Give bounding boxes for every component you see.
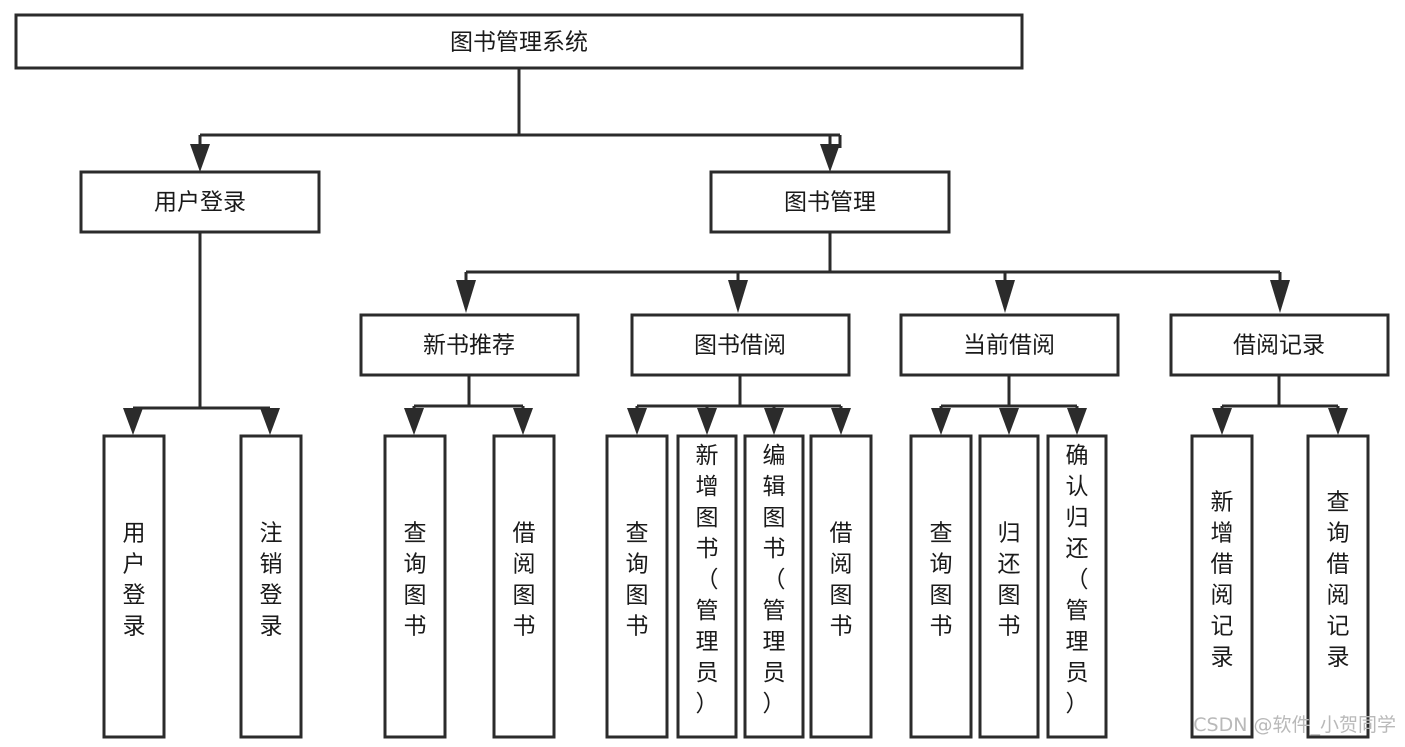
arrow-to-leaf-query-record: [1328, 408, 1348, 435]
arrow-to-borrow-record: [1270, 280, 1290, 313]
node-leaf-query-book-1-label: 查询图书: [404, 521, 427, 640]
arrow-to-leaf-logout: [260, 408, 280, 435]
arrow-to-book-management: [820, 144, 840, 172]
node-leaf-confirm-return-label: 确认归还（管理员）: [1066, 443, 1089, 717]
arrow-to-leaf-add-book: [697, 408, 717, 435]
node-leaf-borrow-book-1-box[interactable]: [492, 434, 556, 739]
arrow-to-leaf-edit-book: [764, 408, 784, 435]
node-leaf-add-book-box[interactable]: [676, 434, 738, 739]
node-book-management-box[interactable]: [709, 170, 951, 234]
node-leaf-query-book-1-box[interactable]: [383, 434, 447, 739]
arrow-to-leaf-add-record: [1212, 408, 1232, 435]
connector-book-management-trunk: [466, 232, 1280, 274]
node-leaf-edit-book-label: 编辑图书（管理员）: [763, 443, 786, 717]
arrow-to-book-borrow: [728, 280, 748, 313]
arrow-to-leaf-query-book-2: [627, 408, 647, 435]
node-leaf-add-book-label: 新增图书（管理员）: [696, 443, 719, 717]
node-leaf-logout[interactable]: 注销登录: [239, 434, 303, 739]
node-leaf-return-book-label: 归还图书: [998, 521, 1021, 640]
arrow-to-leaf-confirm-return: [1067, 408, 1087, 435]
connector-root-trunk: [198, 68, 842, 148]
node-user-login[interactable]: 用户登录: [79, 170, 321, 234]
node-book-management[interactable]: 图书管理: [709, 170, 951, 234]
connector-borrow-record-trunk: [1220, 375, 1340, 410]
node-book-borrow-box[interactable]: [630, 313, 851, 377]
arrow-to-leaf-query-book-3: [931, 408, 951, 435]
node-leaf-user-login-label: 用户登录: [123, 521, 146, 640]
node-leaf-query-record[interactable]: 查询借阅记录: [1306, 434, 1370, 739]
node-root-box[interactable]: [14, 13, 1024, 70]
node-book-borrow-label: 图书借阅: [694, 333, 786, 359]
node-leaf-query-book-3-box[interactable]: [909, 434, 973, 739]
node-leaf-confirm-return[interactable]: 确认归还（管理员）: [1046, 434, 1108, 739]
node-book-borrow[interactable]: 图书借阅: [630, 313, 851, 377]
node-current-borrow-box[interactable]: [899, 313, 1120, 377]
node-leaf-query-book-2-box[interactable]: [605, 434, 669, 739]
node-borrow-record[interactable]: 借阅记录: [1169, 313, 1390, 377]
node-user-login-label: 用户登录: [154, 190, 246, 216]
csdn-watermark: CSDN @软件_小贺同学: [1193, 714, 1396, 736]
node-leaf-borrow-book-2-label: 借阅图书: [830, 521, 853, 640]
node-leaf-confirm-return-box[interactable]: [1046, 434, 1108, 739]
node-leaf-query-book-3[interactable]: 查询图书: [909, 434, 973, 739]
node-leaf-logout-box[interactable]: [239, 434, 303, 739]
connector-book-borrow-trunk: [637, 375, 841, 408]
node-leaf-query-record-box[interactable]: [1306, 434, 1370, 739]
node-leaf-return-book[interactable]: 归还图书: [978, 434, 1040, 739]
node-leaf-user-login[interactable]: 用户登录: [102, 434, 166, 739]
arrow-to-current-borrow: [995, 280, 1015, 313]
node-user-login-box[interactable]: [79, 170, 321, 234]
arrow-to-user-login: [190, 144, 210, 172]
node-leaf-borrow-book-1-label: 借阅图书: [513, 521, 536, 640]
arrow-to-leaf-return-book: [999, 408, 1019, 435]
node-borrow-record-box[interactable]: [1169, 313, 1390, 377]
node-leaf-add-book[interactable]: 新增图书（管理员）: [676, 434, 738, 739]
arrow-to-leaf-user-login: [123, 408, 143, 435]
node-book-management-label: 图书管理: [784, 190, 876, 216]
node-leaf-borrow-book-2[interactable]: 借阅图书: [809, 434, 873, 739]
node-leaf-logout-label: 注销登录: [260, 521, 283, 640]
arrow-to-new-book-recommend: [456, 280, 476, 313]
arrow-to-leaf-borrow-book-2: [831, 408, 851, 435]
connector-current-borrow-trunk: [941, 375, 1077, 408]
node-leaf-add-record[interactable]: 新增借阅记录: [1190, 434, 1254, 739]
connector-layer: [123, 68, 1348, 435]
connector-user-login-trunk: [131, 232, 272, 412]
node-leaf-query-book-1[interactable]: 查询图书: [383, 434, 447, 739]
node-leaf-query-book-2[interactable]: 查询图书: [605, 434, 669, 739]
node-leaf-add-record-label: 新增借阅记录: [1211, 490, 1234, 671]
node-leaf-query-record-label: 查询借阅记录: [1327, 490, 1350, 671]
node-leaf-query-book-2-label: 查询图书: [626, 521, 649, 640]
arrow-to-leaf-query-book-1: [404, 408, 424, 435]
node-current-borrow[interactable]: 当前借阅: [899, 313, 1120, 377]
node-leaf-borrow-book-2-box[interactable]: [809, 434, 873, 739]
node-leaf-return-book-box[interactable]: [978, 434, 1040, 739]
node-current-borrow-label: 当前借阅: [963, 333, 1055, 359]
node-leaf-query-book-3-label: 查询图书: [930, 521, 953, 640]
arrow-to-leaf-borrow-book-1: [513, 408, 533, 435]
node-borrow-record-label: 借阅记录: [1233, 333, 1325, 359]
node-root[interactable]: 图书管理系统: [14, 13, 1024, 70]
node-new-book-recommend[interactable]: 新书推荐: [359, 313, 580, 377]
node-new-book-recommend-label: 新书推荐: [423, 333, 515, 359]
node-leaf-edit-book[interactable]: 编辑图书（管理员）: [743, 434, 805, 739]
node-leaf-add-record-box[interactable]: [1190, 434, 1254, 739]
node-new-book-recommend-box[interactable]: [359, 313, 580, 377]
connector-new-book-recommend-trunk: [412, 375, 525, 410]
node-leaf-user-login-box[interactable]: [102, 434, 166, 739]
node-leaf-borrow-book-1[interactable]: 借阅图书: [492, 434, 556, 739]
node-root-label: 图书管理系统: [450, 30, 588, 56]
node-leaf-edit-book-box[interactable]: [743, 434, 805, 739]
